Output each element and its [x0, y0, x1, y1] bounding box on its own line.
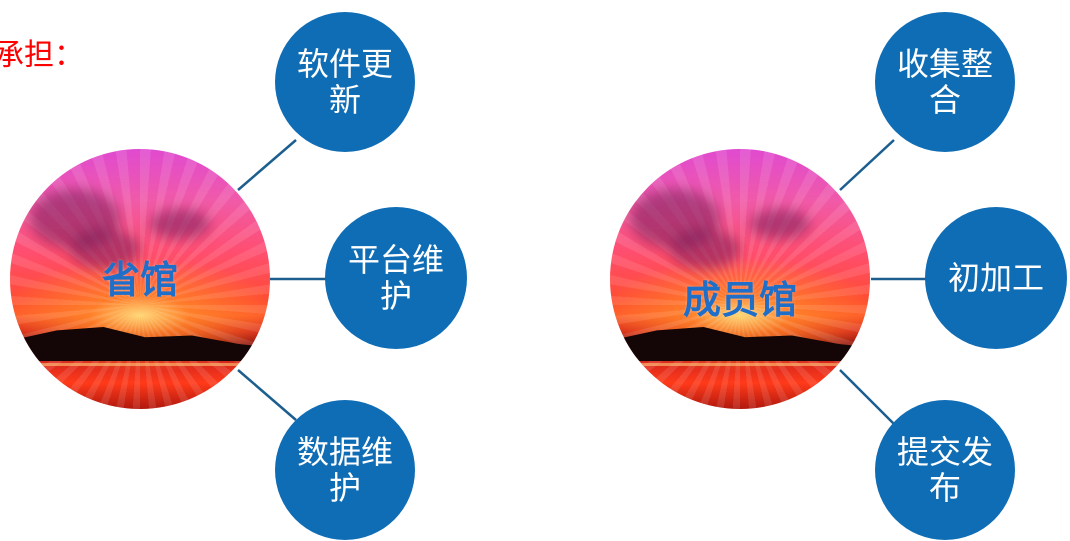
sea-reflection — [610, 363, 870, 366]
node-initial-processing: 初加工 — [925, 207, 1067, 349]
node-label: 数据维护 — [296, 433, 393, 507]
hub-label: 成员馆 — [682, 278, 797, 322]
node-label: 软件更新 — [296, 45, 393, 119]
connector-line — [839, 139, 895, 191]
node-label: 提交发布 — [896, 433, 993, 507]
node-submit-publish: 提交发布 — [875, 400, 1015, 540]
node-software-update: 软件更新 — [275, 12, 415, 152]
cloud-shape — [150, 209, 210, 239]
cloud-shape — [70, 229, 140, 269]
hub-sunset-image-provincial: 省馆 — [10, 149, 270, 409]
node-collect-integrate: 收集整合 — [875, 12, 1015, 152]
heading-text: 承担： — [0, 38, 84, 73]
cloud-shape — [750, 209, 810, 239]
hub-label: 省馆 — [101, 258, 178, 302]
sea-reflection — [10, 363, 270, 366]
node-label: 平台维护 — [347, 241, 444, 315]
node-label: 初加工 — [947, 259, 1044, 297]
node-label: 收集整合 — [896, 45, 993, 119]
connector-line — [237, 369, 297, 421]
cloud-shape — [670, 229, 740, 269]
hub-sunset-image-member: 成员馆 — [610, 149, 870, 409]
node-data-maintenance: 数据维护 — [275, 400, 415, 540]
node-platform-maintenance: 平台维护 — [325, 207, 467, 349]
connector-line — [839, 369, 895, 425]
connector-line — [237, 139, 297, 191]
